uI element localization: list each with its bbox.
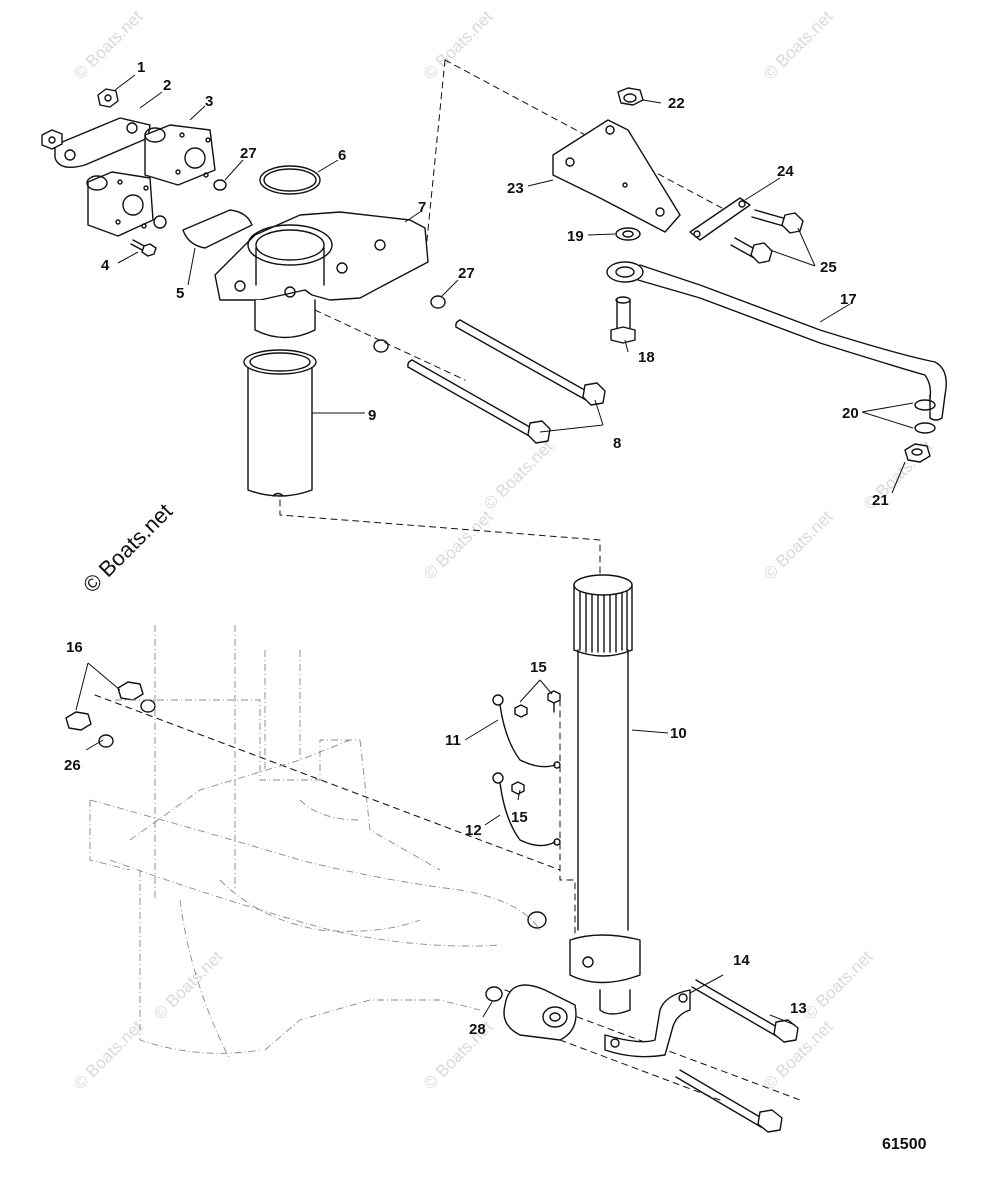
part-17-link-arm [606,261,947,421]
callout-22: 22 [668,95,685,112]
part-16-nut-lower [65,711,92,731]
callout-11: 11 [445,732,461,749]
callout-27b: 27 [458,265,475,282]
part-washer-lower [527,911,547,929]
part-11-ground-strap [492,694,561,769]
callout-21: 21 [872,492,889,509]
part-2-link-plate [54,117,151,168]
part-1-nut [97,88,119,108]
callout-13: 13 [790,1000,807,1017]
part-20-washer [914,399,936,411]
part-5-liner [182,209,253,249]
part-15-screw [547,690,561,713]
part-19-washer [615,227,641,241]
part-8-bolt-upper [455,319,606,406]
callout-1: 1 [137,59,145,76]
callout-26: 26 [64,757,81,774]
part-washer-mid [373,339,389,353]
callout-24: 24 [777,163,794,180]
part-8-bolt-lower [407,359,551,444]
callout-25: 25 [820,259,837,276]
callout-17: 17 [840,291,857,308]
part-22-nut [617,87,644,106]
part-20-washer [914,422,936,434]
part-10-steering-tube [569,574,641,1015]
callout-19: 19 [567,228,584,245]
part-25-bolt-upper [751,209,804,234]
part-24-plate [689,197,751,241]
part-6-ring [259,165,321,195]
lower-mount [503,984,577,1041]
callout-8: 8 [613,435,621,452]
part-3-mount-upper [144,124,216,186]
callout-15b: 15 [511,809,528,826]
leader-lines [75,74,914,1026]
callout-10: 10 [670,725,687,742]
part-7-steering-housing [214,211,429,339]
part-3-mount-lower [86,171,154,237]
part-28-washer [485,986,503,1002]
callout-12: 12 [465,822,482,839]
part-4-bolt [130,239,157,257]
part-13-bolt-upper [691,979,799,1043]
callout-5: 5 [176,285,184,302]
callout-6: 6 [338,147,346,164]
part-15-screw [514,704,528,718]
part-16-nut-upper [117,681,144,701]
driveshaft-housing-outline [89,625,541,1061]
part-21-nut [904,443,931,463]
part-washer [140,699,156,713]
part-9-sleeve [243,349,317,497]
callout-7: 7 [418,199,426,216]
part-12-ground-strap [492,772,561,847]
figure-id: 61500 [882,1136,927,1153]
part-13-bolt-lower [675,1069,783,1133]
callout-27: 27 [240,145,257,162]
callout-20: 20 [842,405,859,422]
callout-14: 14 [733,952,750,969]
callout-9: 9 [368,407,376,424]
part-14-clamp [604,989,691,1058]
part-27-washer-upper [213,179,227,191]
part-26-washer [98,734,114,748]
callout-3: 3 [205,93,213,110]
callouts: 1 2 3 4 5 6 7 8 9 10 11 12 13 14 15 15 1… [64,59,889,1038]
part-1-nut-left [41,129,63,150]
part-23-bracket [552,119,681,233]
callout-15: 15 [530,659,547,676]
alignment-lines [94,59,801,1101]
callout-23: 23 [507,180,524,197]
part-27-washer [430,295,446,309]
callout-4: 4 [101,257,110,274]
callout-16: 16 [66,639,83,656]
part-18-bolt [610,296,636,344]
part-25-bolt-lower [730,237,773,264]
callout-2: 2 [163,77,171,94]
part-washer-small [153,215,167,229]
callout-28: 28 [469,1021,486,1038]
callout-18: 18 [638,349,655,366]
part-15-screw [511,781,525,795]
